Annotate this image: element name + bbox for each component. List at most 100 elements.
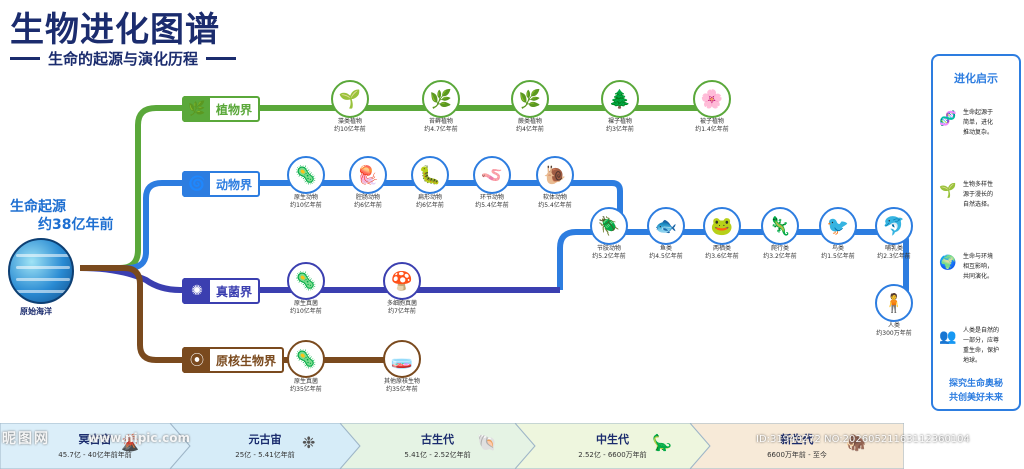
origin-line1: 生命起源 (10, 199, 66, 215)
origin-label: 生命起源 约38亿年前 (10, 198, 113, 234)
era-name: 新生代 (780, 433, 814, 446)
kingdom-name: 原核生物界 (216, 353, 277, 368)
organism-name: 原生动物 (293, 194, 318, 201)
insight-text: 人类是自然的一部分，应尊重生命，保护地球。 (963, 326, 999, 366)
insight-tip: 🌱生物多样性源于漫长的自然选择。 (937, 180, 1019, 210)
sprout-icon: 🌱 (939, 183, 957, 199)
dinosaur-icon: 🦕 (652, 433, 672, 452)
organism-node-human: 🧍人类约300万年前 (868, 284, 920, 338)
organism-name: 环节动物 (479, 194, 504, 201)
insight-tip: 🧬生命起源于简单，进化推动复杂。 (937, 108, 1019, 138)
ammonite-icon: 🐚 (477, 433, 497, 452)
era-time: 25亿 - 5.41亿年前 (235, 451, 295, 459)
era-time: 2.52亿 - 6600万年前 (578, 451, 647, 459)
insight-text-line: 地球。 (963, 357, 982, 364)
insight-text-line: 源于漫长的 (963, 191, 994, 198)
kingdom-label-plant: 🌿 植物界 (182, 96, 261, 122)
jellyfish-icon: 🪼 (349, 156, 387, 194)
volcano-icon: 🌋 (120, 433, 140, 452)
organism-time: 约300万年前 (876, 330, 912, 337)
organism-name: 裸子植物 (607, 118, 632, 125)
panel-title: 进化启示 (954, 72, 998, 85)
organism-node: 🦠原生真菌约10亿年前 (280, 262, 332, 316)
globe-wave (16, 278, 70, 281)
organism-node: 🪼腔肠动物约6亿年前 (342, 156, 394, 210)
organism-time: 约1.4亿年前 (695, 126, 729, 133)
snail-icon: 🐌 (536, 156, 574, 194)
era-name: 元古宙 (248, 433, 282, 446)
organism-node: 🍄多细胞真菌约7亿年前 (376, 262, 428, 316)
organism-name: 爬行类 (770, 245, 789, 252)
organism-name: 藻类植物 (337, 118, 362, 125)
organism-time: 约10亿年前 (290, 308, 322, 315)
organism-time: 约35亿年前 (386, 386, 418, 393)
organism-node: 🐛扁形动物约6亿年前 (404, 156, 456, 210)
era-time: 6600万年前 - 至今 (767, 451, 827, 459)
era-name: 中生代 (596, 433, 629, 446)
insight-tip: 👥人类是自然的一部分，应尊重生命，保护地球。 (937, 326, 1019, 366)
origin-line2: 约38亿年前 (38, 217, 114, 233)
protozoa-icon: 🦠 (287, 156, 325, 194)
insight-text-line: 自然选择。 (963, 201, 994, 208)
era-name: 冥古宙 (78, 433, 112, 446)
era-arrow-shape (515, 423, 710, 469)
insect-icon: 🪲 (590, 207, 628, 245)
mushroom-icon: 🍄 (383, 262, 421, 300)
subtitle-right-rule (206, 57, 237, 60)
path-animal (80, 180, 623, 271)
kingdom-label-prokaryote: ⦿原核生物界 (182, 347, 285, 373)
organism-node: 🌸被子植物约1.4亿年前 (686, 80, 738, 134)
organism-time: 约6亿年前 (354, 202, 382, 209)
era-name: 古生代 (421, 433, 454, 446)
watermark-url: www.nipic.com (88, 431, 190, 445)
organism-node: 🐌软体动物约5.4亿年前 (529, 156, 581, 210)
organism-time: 约5.2亿年前 (592, 253, 626, 260)
organism-name: 原生真菌 (293, 300, 318, 307)
organism-name: 原生真菌 (293, 378, 318, 385)
insight-text: 生物多样性源于漫长的自然选择。 (963, 180, 993, 210)
organism-node: 🌲裸子植物约3亿年前 (594, 80, 646, 134)
organism-time: 约3.2亿年前 (763, 253, 797, 260)
organism-time: 约4.7亿年前 (424, 126, 458, 133)
watermark-site: 昵图网 (2, 431, 50, 447)
organism-name: 扁形动物 (417, 194, 442, 201)
organism-node: 🦠原生真菌约35亿年前 (280, 340, 332, 394)
kingdom-name: 真菌界 (216, 284, 253, 299)
organism-node: 🧫其他原核生物约35亿年前 (376, 340, 428, 394)
watermark-id: ID:31940272 NO:20260521163112360104 (756, 434, 970, 445)
page-title: 生物进化图谱 (10, 10, 220, 50)
organism-name: 软体动物 (542, 194, 567, 201)
organism-node: 🌿苔藓植物约4.7亿年前 (415, 80, 467, 134)
insight-text-line: 相互影响， (963, 263, 994, 270)
spore-cell-icon: 🦠 (287, 262, 325, 300)
organism-name: 鱼类 (659, 245, 672, 252)
organism-time: 约3亿年前 (606, 126, 634, 133)
leaf-icon: 🌿 (184, 96, 210, 122)
subtitle-row: 生命的起源与演化历程 (10, 48, 237, 69)
insight-text-line: 共同演化。 (963, 273, 994, 280)
insight-text-line: 一部分，应尊 (963, 337, 1000, 344)
kingdom-label-fungi: ✺真菌界 (182, 278, 261, 304)
globe-icon: 🌍 (939, 255, 957, 271)
globe-wave (16, 290, 70, 293)
organism-name: 节肢动物 (596, 245, 621, 252)
organism-name: 两栖类 (712, 245, 731, 252)
organism-time: 约7亿年前 (388, 308, 416, 315)
bacteria-green-icon: 🦠 (287, 340, 325, 378)
organism-time: 约4.5亿年前 (649, 253, 683, 260)
era-arrow-shape (170, 423, 360, 469)
era-time: 5.41亿 - 2.52亿年前 (404, 451, 471, 459)
conifer-icon: 🌲 (601, 80, 639, 118)
kingdom-name: 植物界 (216, 102, 253, 117)
dolphin-icon: 🐬 (875, 207, 913, 245)
algae-icon: 🌱 (331, 80, 369, 118)
flatworm-icon: 🐛 (411, 156, 449, 194)
organism-time: 约10亿年前 (334, 126, 366, 133)
kingdom-name: 动物界 (216, 177, 253, 192)
era-segment: 🦕 中生代 2.52亿 - 6600万年前 (515, 423, 710, 469)
flower-icon: 🌸 (693, 80, 731, 118)
organism-time: 约5.4亿年前 (475, 202, 509, 209)
panel-footer: 探究生命奥秘 共创美好未来 (933, 377, 1019, 405)
